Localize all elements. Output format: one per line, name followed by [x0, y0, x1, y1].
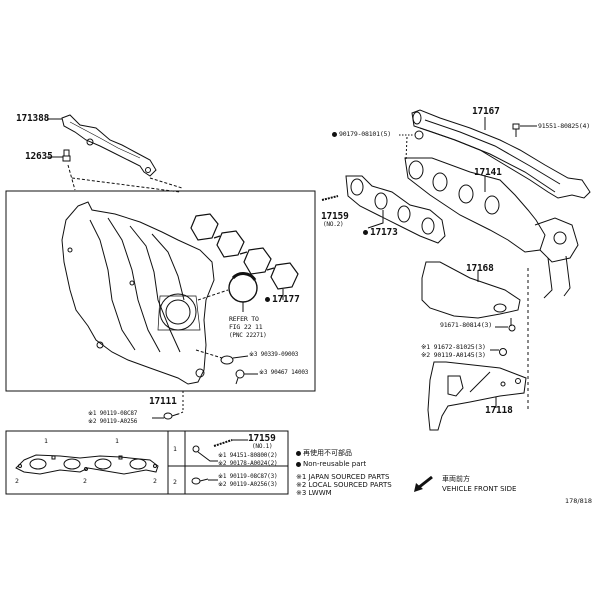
- inset-row1-note: (NO.1): [252, 443, 273, 450]
- part-label-17159-note: (NO.2): [323, 221, 344, 228]
- legend-japan-sourced: ※1 JAPAN SOURCED PARTS: [296, 473, 390, 481]
- bolt-91672-icon: [499, 348, 507, 356]
- bolt-91671-icon: [508, 318, 516, 332]
- legend-jp-nonreusable: 再使用不可部品: [296, 450, 352, 457]
- part-label-17111: 17111: [149, 396, 177, 407]
- part-label-91551: 91551-80825(4): [538, 122, 590, 130]
- non-reusable-dot-icon: [296, 461, 301, 467]
- stud-17159-icon: [321, 195, 339, 201]
- bolt-inset-box: [167, 430, 289, 495]
- inset-callout-2c: 2: [153, 477, 157, 485]
- inset-gasket-icon: [15, 454, 159, 475]
- legend-nonreusable: Non-reusable part: [296, 461, 366, 468]
- bolt-12635-icon: [62, 149, 71, 162]
- intake-manifold-icon: [61, 201, 215, 385]
- part-label-91671: 91671-80814(3): [440, 321, 492, 329]
- inset-row2-line2: ※2 90119-A0256(3): [218, 481, 278, 488]
- part-label-91672-2: ※2 90119-A0145(3): [421, 351, 486, 359]
- intake-manifold-frame: [5, 190, 316, 392]
- legend-wwm: ※3 LWWM: [296, 489, 332, 497]
- part-label-17159: 17159: [321, 211, 349, 222]
- inset-row1-part: 17159: [248, 433, 276, 444]
- bolt-90119-icon: [163, 412, 179, 420]
- part-label-17168: 17168: [466, 263, 494, 274]
- part-label-17141: 17141: [474, 167, 502, 178]
- gasket-17173-icon: [345, 175, 446, 244]
- part-label-90119-2: ※2 90119-A0256: [88, 418, 138, 425]
- non-reusable-dot-icon: [265, 297, 270, 302]
- figure-code: 178/818: [565, 497, 593, 505]
- refer-line-1: REFER TO: [229, 315, 259, 323]
- part-label-90339: ※3 90339-09003: [249, 351, 299, 358]
- refer-line-3: (PNC 22271): [229, 332, 267, 339]
- non-reusable-dot-icon: [332, 131, 337, 137]
- non-reusable-dot-icon: [363, 230, 368, 235]
- non-reusable-dot-icon: [296, 450, 301, 456]
- inset-row2-line1: ※1 90119-08C87(3): [218, 473, 278, 480]
- nut-90179-icon: [414, 130, 424, 140]
- throttle-gasket-icon: [228, 272, 258, 303]
- part-label-90179: 90179-08101(5): [332, 131, 391, 138]
- part-label-12635: 12635: [25, 151, 53, 162]
- part-label-17118: 17118: [485, 405, 513, 416]
- bolt-91551-icon: [512, 123, 520, 137]
- legend-local-sourced: ※2 LOCAL SOURCED PARTS: [296, 481, 392, 489]
- inset-stud-icon: [213, 439, 233, 447]
- inset-row1-line1: ※1 94151-80800(2): [218, 452, 278, 459]
- inset-row1-index: 1: [173, 445, 177, 453]
- refer-line-2: FIG 22 11: [229, 323, 263, 331]
- part-label-171388: 171388: [16, 113, 50, 124]
- inset-bolt-icon: [191, 477, 209, 485]
- direction-jp-label: 車両前方: [442, 475, 470, 483]
- direction-label: VEHICLE FRONT SIDE: [442, 485, 517, 493]
- clamp-icon: [235, 369, 245, 385]
- stay-17118-icon: [427, 361, 527, 431]
- inset-callout-1a: 1: [44, 437, 48, 445]
- o-ring-icon: [220, 355, 234, 365]
- vehicle-front-arrow-icon: [414, 475, 433, 492]
- inset-callout-1b: 1: [115, 437, 119, 445]
- inset-row2-index: 2: [173, 478, 177, 486]
- inset-nut-icon: [192, 445, 200, 453]
- inset-callout-2a: 2: [15, 477, 19, 485]
- part-label-17167: 17167: [472, 106, 500, 117]
- part-label-90119-1: ※1 90119-08C87: [88, 410, 138, 417]
- heat-insulator-17168-icon: [422, 262, 521, 319]
- gasket-171388-icon: [61, 114, 157, 177]
- inset-callout-2b: 2: [83, 477, 87, 485]
- part-label-91672-1: ※1 91672-81025(3): [421, 343, 486, 351]
- part-label-90467: ※3 90467 14003: [259, 369, 309, 376]
- heat-insulator-17167-icon: [411, 109, 591, 199]
- gasket-17177-icon: [190, 213, 299, 290]
- inset-row1-line2: ※2 90178-A0024(2): [218, 460, 278, 467]
- part-label-17173: 17173: [363, 228, 398, 238]
- part-label-17177: 17177: [265, 295, 300, 305]
